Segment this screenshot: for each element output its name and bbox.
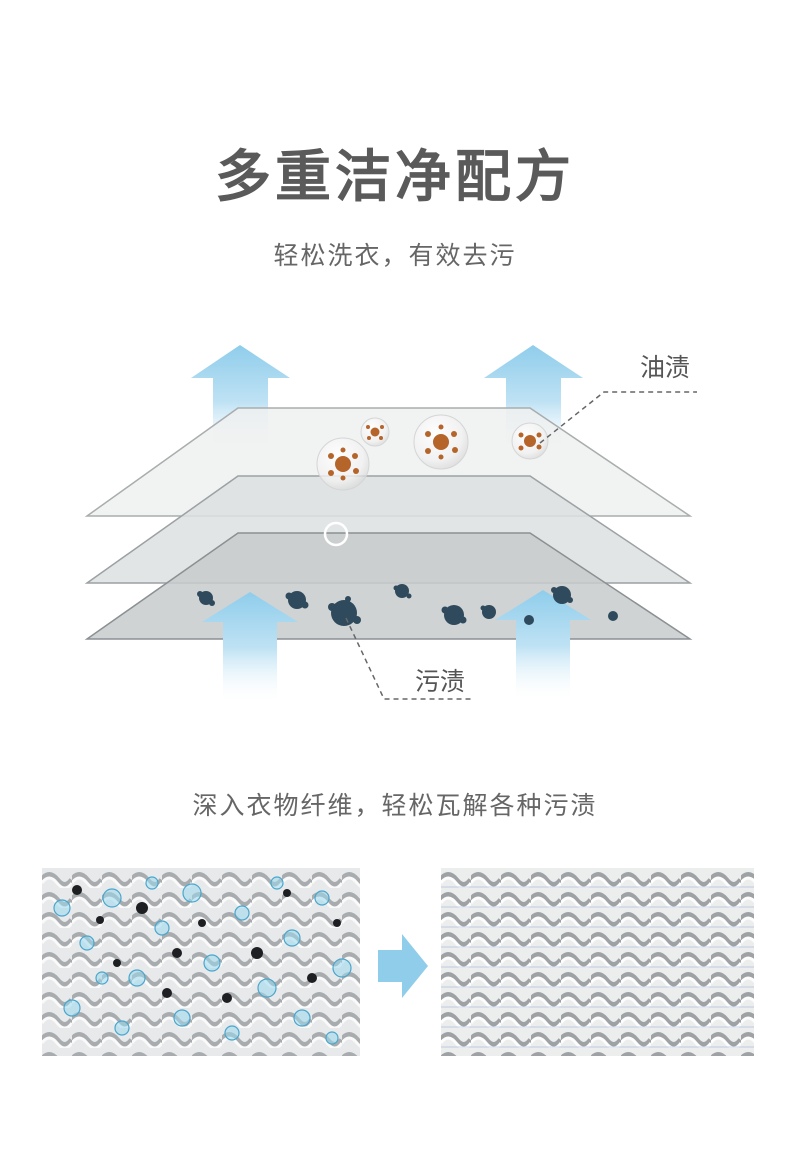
up-arrow-icon xyxy=(202,592,298,705)
oil-stain-bubble-icon xyxy=(316,437,370,491)
arrow-right-icon xyxy=(378,934,428,998)
up-arrow-icon xyxy=(495,590,591,703)
page-subtitle: 轻松洗衣，有效去污 xyxy=(273,242,517,270)
dirt-stain-label: 污渍 xyxy=(415,668,466,696)
empty-bubble-icon xyxy=(323,521,349,547)
dirt-particle-icon xyxy=(197,584,618,626)
after-fabric-image xyxy=(441,868,754,1056)
oil-stain-bubble-icon xyxy=(360,417,390,447)
oil-stain-label: 油渍 xyxy=(640,354,691,382)
before-fabric-image xyxy=(42,868,360,1056)
page-title: 多重洁净配方 xyxy=(215,145,575,208)
caption: 深入衣物纤维，轻松瓦解各种污渍 xyxy=(192,792,598,820)
oil-leader-line xyxy=(539,391,697,444)
cleaning-layers-diagram xyxy=(84,345,697,705)
oil-stain-bubble-icon xyxy=(413,414,469,470)
dirt-leader-line xyxy=(345,617,474,700)
oil-stain-bubble-icon xyxy=(511,422,549,460)
